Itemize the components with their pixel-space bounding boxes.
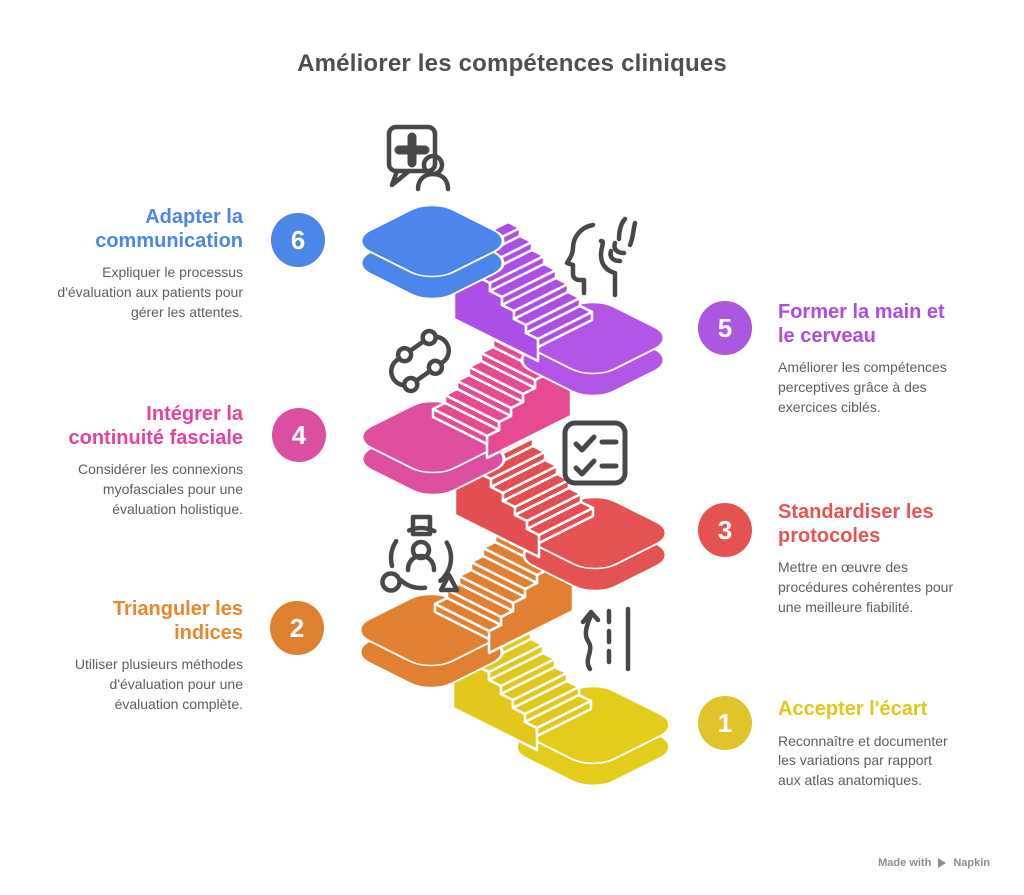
step-1-number: 1 xyxy=(717,707,733,738)
platform-step-6 xyxy=(359,204,505,300)
checklist-icon xyxy=(562,420,628,486)
step-3-number: 3 xyxy=(717,514,733,545)
brand-label: Napkin xyxy=(953,857,990,869)
medical-chat-icon xyxy=(386,124,451,192)
step-3-number-badge: 3 xyxy=(698,503,752,557)
step-1-title: Accepter l'écart xyxy=(778,698,928,720)
stairs-5-6 xyxy=(452,220,594,363)
step-5-block: Former la main et le cerveau Améliorer l… xyxy=(778,301,963,418)
step-6-description: Expliquer le processus d'évaluation aux … xyxy=(57,264,243,320)
step-4-number-badge: 4 xyxy=(272,408,326,462)
step-4-title: Intégrer la continuité fasciale xyxy=(68,403,244,449)
page-title: Améliorer les compétences cliniques xyxy=(297,50,727,77)
step-5-number: 5 xyxy=(717,312,733,343)
step-4-number: 4 xyxy=(291,419,307,450)
napkin-logo-icon xyxy=(938,858,947,868)
step-3-description: Mettre en œuvre des procédures cohérente… xyxy=(778,559,954,615)
fascia-roll-icon xyxy=(389,328,451,394)
step-4-block: Intégrer la continuité fasciale Considér… xyxy=(53,403,244,520)
hand-brain-icon xyxy=(564,216,638,298)
step-5-number-badge: 5 xyxy=(698,301,752,355)
triangulate-icon xyxy=(380,514,460,593)
step-5-description: Améliorer les compétences perceptives gr… xyxy=(778,359,947,415)
step-1-description: Reconnaître et documenter les variations… xyxy=(778,732,948,789)
step-2-number-badge: 2 xyxy=(270,601,324,655)
step-1-block: Accepter l'écart Reconnaître et document… xyxy=(778,698,983,791)
step-2-title: Trianguler les indices xyxy=(112,598,243,644)
step-3-title: Standardiser les protocoles xyxy=(778,501,934,547)
step-6-block: Adapter la communication Expliquer le pr… xyxy=(53,206,243,323)
step-2-description: Utiliser plusieurs méthodes d'évaluation… xyxy=(74,656,243,712)
step-4-description: Considérer les connexions myofasciales p… xyxy=(78,461,243,517)
made-with-napkin: Made with Napkin xyxy=(878,857,990,869)
step-6-number-badge: 6 xyxy=(271,213,325,267)
step-1-number-badge: 1 xyxy=(698,696,752,750)
step-6-number: 6 xyxy=(290,224,306,255)
step-2-block: Trianguler les indices Utiliser plusieur… xyxy=(53,598,243,715)
step-5-title: Former la main et le cerveau xyxy=(778,301,945,347)
made-with-label: Made with xyxy=(878,857,932,869)
step-3-block: Standardiser les protocoles Mettre en œu… xyxy=(778,501,983,618)
step-2-number: 2 xyxy=(289,612,305,643)
road-deviation-icon xyxy=(580,606,631,672)
step-6-title: Adapter la communication xyxy=(95,206,243,252)
